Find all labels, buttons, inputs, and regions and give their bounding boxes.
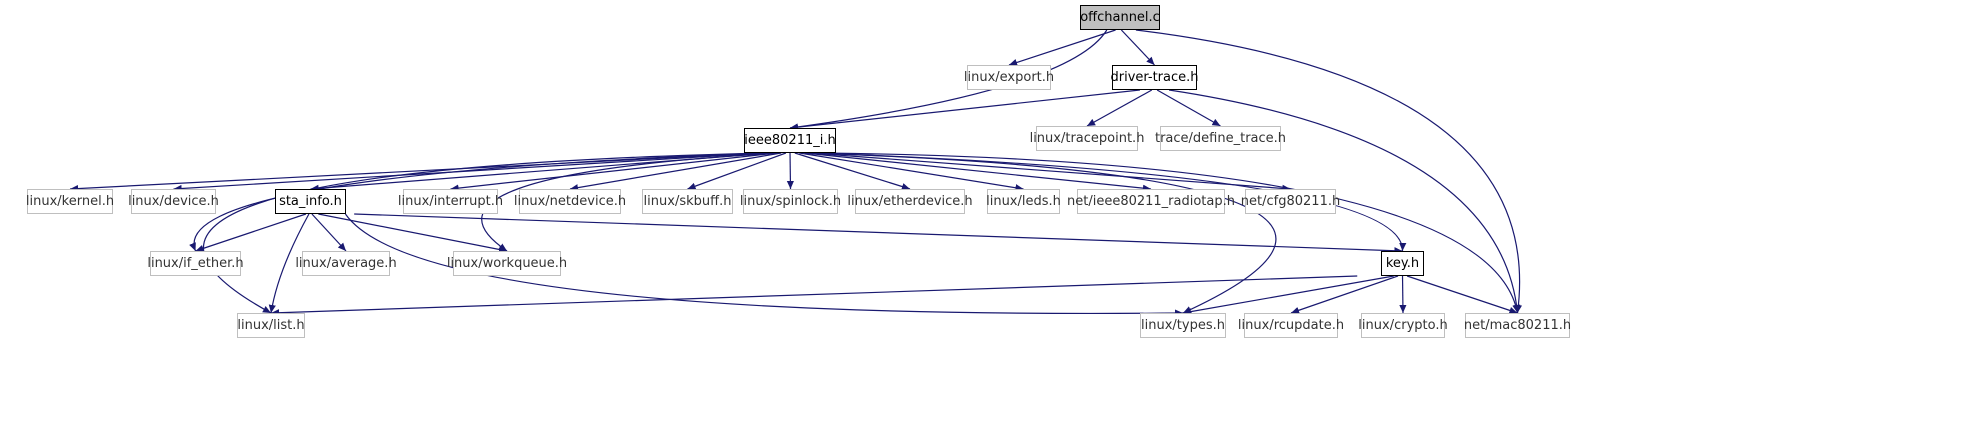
edge-keyh-to-types <box>1182 275 1394 316</box>
edge-drivertrace-to-ieee80211i <box>789 89 1140 131</box>
node-sta-info-h[interactable]: sta_info.h <box>275 189 346 214</box>
edge-drivertrace-to-mac80211 <box>1168 89 1521 314</box>
node-driver-trace-h[interactable]: driver-trace.h <box>1110 65 1199 90</box>
edge-keyh-to-rcupdate <box>1290 275 1399 314</box>
node-net-mac80211-h: net/mac80211.h <box>1464 313 1571 338</box>
node-offchannel-c: offchannel.c <box>1080 5 1160 30</box>
edge-ieee80211i-to-netdevice <box>569 152 782 192</box>
edge-ieee80211i-to-leds <box>799 152 1024 192</box>
dependency-edges <box>69 29 1523 317</box>
edge-ieee80211i-to-cfg80211 <box>809 152 1291 192</box>
edge-stainfo-to-workqueue <box>318 213 508 253</box>
edge-keyh-to-list <box>270 275 1358 317</box>
edge-stainfo-to-ifether <box>195 213 307 252</box>
edge-ieee80211i-to-keyh <box>814 152 1407 252</box>
node-key-h[interactable]: key.h <box>1381 251 1424 276</box>
node-linux-crypto-h: linux/crypto.h <box>1358 313 1448 338</box>
node-linux-types-h: linux/types.h <box>1140 313 1226 338</box>
node-linux-export-h: linux/export.h <box>964 65 1054 90</box>
node-linux-leds-h: linux/leds.h <box>986 189 1061 214</box>
node-linux-interrupt-h: linux/interrupt.h <box>398 189 503 214</box>
node-linux-etherdevice-h: linux/etherdevice.h <box>847 189 973 214</box>
node-net-ieee80211-radiotap-h: net/ieee80211_radiotap.h <box>1067 189 1235 214</box>
edge-ieee80211i-to-types <box>805 152 1277 314</box>
edge-stainfo-to-list <box>268 213 310 314</box>
edge-stainfo-to-types <box>344 213 1184 317</box>
edge-drivertrace-to-tracepoint <box>1086 89 1153 127</box>
edge-ieee80211i-to-etherdevice <box>794 152 911 191</box>
edge-ieee80211i-to-ifether <box>189 152 767 252</box>
node-linux-if-ether-h: linux/if_ether.h <box>147 251 244 276</box>
node-ieee80211-i-h[interactable]: ieee80211_i.h <box>744 128 836 153</box>
node-linux-rcupdate-h: linux/rcupdate.h <box>1238 313 1344 338</box>
edge-ieee80211i-to-interrupt <box>450 152 777 192</box>
node-net-cfg80211-h: net/cfg80211.h <box>1241 189 1340 214</box>
node-linux-workqueue-h: linux/workqueue.h <box>447 251 567 276</box>
edge-ieee80211i-to-skbuff <box>687 152 787 190</box>
edge-ieee80211i-to-kernel <box>69 152 762 193</box>
edge-ieee80211i-to-radiotap <box>804 152 1152 192</box>
edge-stainfo-to-average <box>311 213 347 252</box>
node-linux-average-h: linux/average.h <box>295 251 397 276</box>
edge-ieee80211i-to-mac80211 <box>819 152 1520 314</box>
node-trace-define-trace-h: trace/define_trace.h <box>1155 126 1286 151</box>
node-linux-device-h: linux/device.h <box>128 189 219 214</box>
edge-offchannel-to-drivertrace <box>1120 29 1155 66</box>
edge-offchannel-to-ieee80211i <box>789 29 1108 131</box>
node-linux-skbuff-h: linux/skbuff.h <box>642 189 733 214</box>
node-linux-tracepoint-h: linux/tracepoint.h <box>1030 126 1144 151</box>
node-linux-spinlock-h: linux/spinlock.h <box>740 189 841 214</box>
edge-offchannel-to-mac80211 <box>1135 29 1523 314</box>
edge-offchannel-to-export <box>1008 29 1116 66</box>
node-linux-kernel-h: linux/kernel.h <box>26 189 114 214</box>
edge-drivertrace-to-definetrace <box>1156 89 1221 127</box>
node-linux-netdevice-h: linux/netdevice.h <box>514 189 626 214</box>
edge-stainfo-to-keyh <box>354 213 1403 255</box>
edge-ieee80211i-to-workqueue <box>481 152 779 252</box>
node-linux-list-h: linux/list.h <box>237 313 305 338</box>
edge-keyh-to-mac80211 <box>1406 275 1518 314</box>
